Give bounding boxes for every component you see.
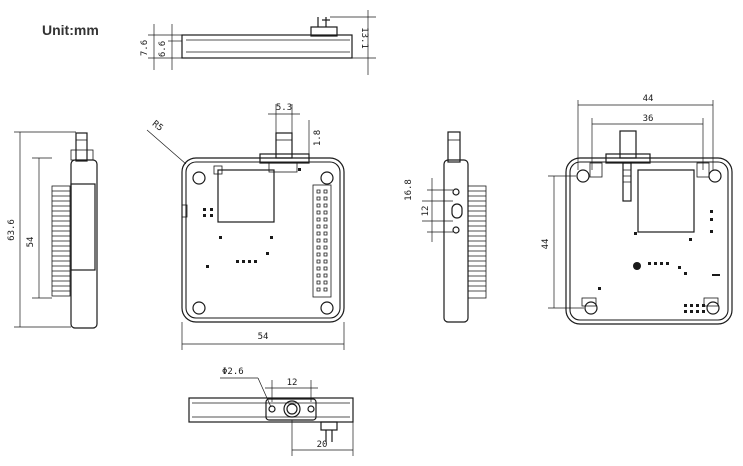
right-edge-led [451, 203, 463, 219]
left-total-length-label: 63.6 [7, 219, 17, 241]
left-edge-view: 63.6 54 [7, 131, 98, 329]
back-module [637, 169, 695, 233]
right-edge-view: 16.8 12 [404, 131, 487, 323]
left-edge-board [70, 183, 96, 271]
front-pin-header [312, 184, 332, 298]
front-hole-bottom-right [320, 301, 334, 315]
bottom-hole-diameter-label: Φ2.6 [222, 367, 244, 377]
front-antenna-bracket [259, 153, 310, 164]
front-radius-label: R5 [150, 119, 165, 134]
back-view: 44 36 44 [541, 94, 733, 325]
bottom-mount-hole-left [268, 405, 276, 413]
front-components [203, 168, 301, 268]
front-outer-shell [181, 157, 345, 323]
left-edge-body [70, 159, 98, 329]
back-height-label: 44 [541, 239, 551, 250]
back-outer-shell [565, 157, 733, 325]
bottom-connector-ring [283, 400, 301, 418]
unit-label: Unit:mm [42, 22, 99, 38]
front-view: 5.3 1.8 R5 54 [146, 103, 345, 350]
back-components [598, 210, 720, 313]
front-hole-top-left [192, 171, 206, 185]
left-header-length-label: 54 [26, 237, 36, 248]
back-inner-width-label: 36 [643, 114, 654, 124]
bottom-mount-hole-right [307, 405, 315, 413]
front-pcb [185, 161, 341, 319]
side-view-connector [310, 26, 338, 37]
front-module [217, 169, 275, 223]
back-hole-bottom-left [584, 301, 598, 315]
left-edge-antenna [75, 132, 88, 162]
back-outer-width-label: 44 [643, 94, 654, 104]
right-edge-antenna [447, 131, 461, 163]
front-width-label: 54 [258, 332, 269, 342]
front-hole-bottom-left [192, 301, 206, 315]
bottom-pins [320, 421, 338, 431]
side-body-height-label: 7.6 [140, 40, 150, 56]
front-antenna [275, 132, 293, 159]
right-spacing-b-label: 12 [421, 206, 431, 217]
side-board-height-label: 6.6 [158, 41, 168, 57]
side-view-outline [181, 34, 353, 59]
right-edge-body [443, 159, 469, 323]
front-hole-top-right [320, 171, 334, 185]
bottom-body [188, 397, 354, 423]
right-edge-header-pins [467, 185, 487, 299]
front-antenna-offset-label: 1.8 [313, 130, 323, 146]
front-antenna-width-label: 5.3 [276, 103, 292, 113]
back-hole-top-left [576, 169, 590, 183]
bottom-connector-plate [265, 398, 317, 421]
side-total-height-label: 13.1 [359, 27, 369, 49]
back-pcb [569, 161, 729, 321]
bottom-span-label: 12 [287, 378, 298, 388]
top-side-view: 7.6 6.6 13.1 [140, 10, 376, 75]
bottom-view: Φ2.6 12 20 [188, 367, 354, 456]
bottom-pin-width-label: 20 [317, 440, 328, 450]
back-test-point [633, 262, 641, 270]
left-edge-header-pins [51, 185, 71, 297]
back-hole-bottom-right [706, 301, 720, 315]
back-antenna [619, 130, 637, 159]
right-spacing-a-label: 16.8 [404, 179, 414, 201]
